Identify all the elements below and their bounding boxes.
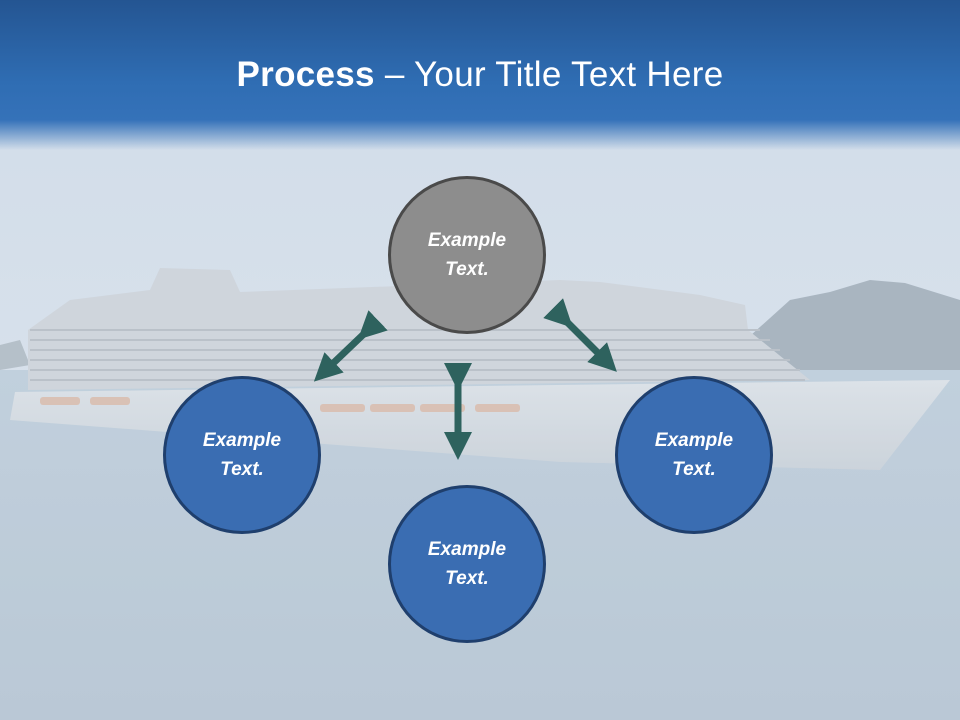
process-node-left-label: Example Text. [202,430,282,480]
arrow-center-left [313,310,388,382]
process-node-bottom: Example Text. [388,485,546,643]
process-node-right: Example Text. [615,376,773,534]
arrow-group [313,298,617,460]
title-bold-part: Process [236,55,375,94]
title-bar [0,0,960,150]
process-node-center: Example Text. [388,176,546,334]
title-rest-part: – Your Title Text Here [374,55,724,94]
arrow-center-right [543,298,617,372]
process-node-bottom-label: Example Text. [427,539,507,589]
process-node-right-label: Example Text. [654,430,734,480]
slide-title: Process – Your Title Text Here [0,52,960,98]
process-node-center-label: Example Text. [427,230,507,280]
process-node-left: Example Text. [163,376,321,534]
